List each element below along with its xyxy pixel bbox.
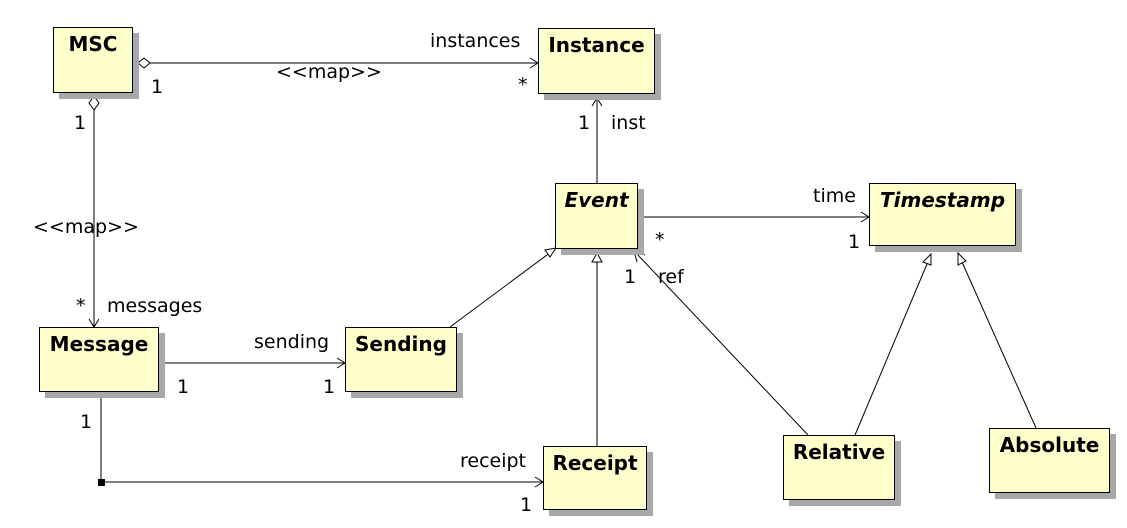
event-timestamp-target-mult: 1: [848, 231, 861, 253]
relative-event-target-mult: 1: [624, 266, 637, 288]
class-absolute: Absolute: [989, 428, 1110, 493]
msc-instances-role: instances: [430, 30, 521, 52]
relative-timestamp-gen-head: [922, 252, 932, 266]
sending-event-gen-head: [544, 247, 558, 258]
message-receipt-source-mult: 1: [80, 411, 93, 433]
msc-instances-source-mult: 1: [151, 76, 164, 98]
class-sending: Sending: [345, 327, 457, 392]
msc-instances-stereotype: <<map>>: [276, 61, 382, 83]
relative-event-line: [635, 252, 809, 436]
message-sending-source-mult: 1: [177, 376, 190, 398]
event-instance-role: inst: [611, 112, 646, 134]
class-instance: Instance: [538, 28, 655, 94]
relative-timestamp-gen-line: [854, 263, 928, 436]
event-timestamp-role: time: [813, 185, 856, 207]
class-receipt-name: Receipt: [552, 451, 638, 475]
relative-event-arrow: [633, 250, 646, 263]
msc-messages-target-mult: *: [76, 295, 86, 317]
class-sending-name: Sending: [355, 332, 447, 356]
absolute-timestamp-gen-line: [961, 261, 1037, 429]
event-instance-arrow: [591, 97, 603, 107]
class-msc-name: MSC: [68, 32, 118, 56]
msc-instances-diamond: [137, 57, 151, 69]
class-timestamp: Timestamp: [869, 183, 1016, 246]
msc-messages-role: messages: [107, 295, 203, 317]
class-message: Message: [39, 327, 159, 392]
event-timestamp-source-mult: *: [655, 229, 665, 251]
class-receipt: Receipt: [543, 446, 647, 510]
msc-messages-diamond: [88, 95, 100, 111]
class-event: Event: [555, 183, 638, 249]
class-relative: Relative: [783, 435, 895, 500]
absolute-timestamp-gen-head: [957, 251, 967, 266]
message-receipt-junction: [98, 479, 105, 486]
msc-messages-stereotype: <<map>>: [33, 216, 139, 238]
message-sending-target-mult: 1: [323, 376, 336, 398]
class-instance-name: Instance: [548, 33, 645, 57]
msc-messages-source-mult: 1: [74, 112, 87, 134]
class-message-name: Message: [49, 332, 149, 356]
class-timestamp-name: Timestamp: [879, 188, 1006, 212]
relative-event-role: ref: [658, 266, 684, 288]
message-sending-role: sending: [254, 331, 330, 353]
message-receipt-role: receipt: [460, 450, 527, 472]
class-event-name: Event: [564, 188, 629, 212]
message-receipt-target-mult: 1: [520, 494, 533, 516]
class-relative-name: Relative: [792, 440, 886, 464]
sending-event-gen-line: [449, 251, 552, 328]
class-msc: MSC: [53, 27, 133, 93]
event-instance-target-mult: 1: [578, 112, 591, 134]
class-absolute-name: Absolute: [999, 433, 1100, 457]
receipt-event-gen-head: [591, 251, 603, 263]
msc-instances-target-mult: *: [518, 74, 528, 96]
